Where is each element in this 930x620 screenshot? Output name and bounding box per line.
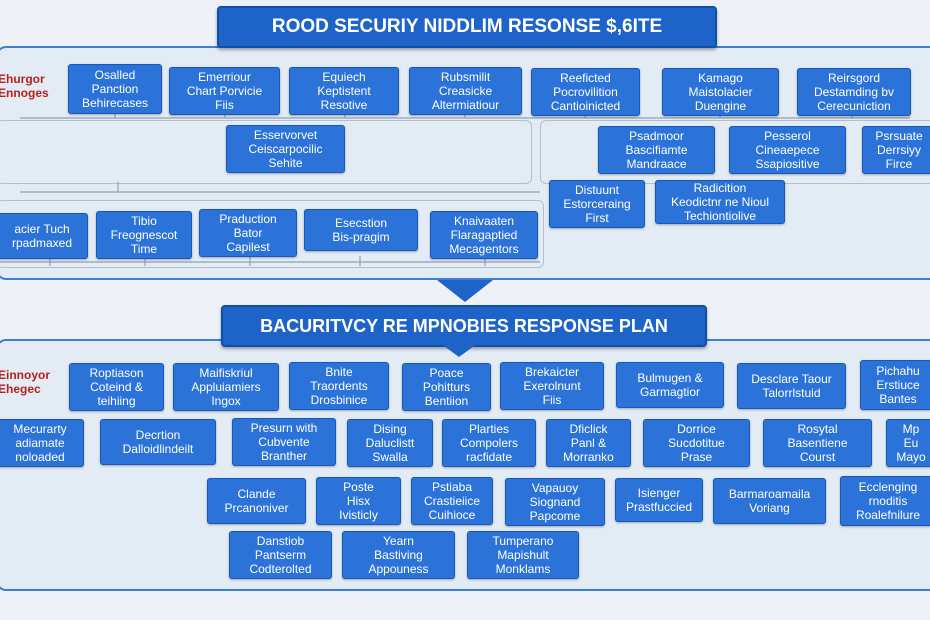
top-right-card-1: Psadmoor Bascifiamte Mandraace [598, 126, 715, 174]
bottom-row2-card-2: Decrtion Dalloidlindeilt [100, 419, 216, 465]
bottom-side-label: Einnoyor Ehegec [0, 368, 51, 396]
top-row1-card-7: Reirsgord Destamding bv Cerecuniction [797, 68, 911, 116]
top-row1-card-6: Kamago Maistolacier Duengine [662, 68, 779, 116]
top-row3-card-3: Praduction Bator Capilest [199, 209, 297, 257]
bottom-row3-card-3: Pstiaba Crastieiice Cuihioce [411, 477, 493, 525]
bottom-row2-card-9: Mp Eu Mayo [886, 419, 930, 467]
bottom-row2-card-5: Plarties Compolers racfidate [442, 419, 536, 467]
bottom-row3-card-6: Barmaroamaila Voriang [713, 478, 826, 524]
bottom-row1-card-4: Poace Pohitturs Bentiion [402, 363, 491, 411]
bottom-row1-card-2: Maifiskriul Appluiamiers Ingox [173, 363, 279, 411]
bottom-row2-card-6: Dficlick Panl & Morranko [546, 419, 631, 467]
bottom-row1-card-1: Roptiason Coteind & teihiing [69, 363, 164, 411]
top-center-card: Esservorvet Ceiscarpocilic Sehite [226, 125, 345, 173]
top-right-card-4: Distuunt Estorceraing First [549, 180, 645, 228]
bottom-row4-card-1: Danstiob Pantserm Codterolted [229, 531, 332, 579]
top-center-group-frame [0, 120, 532, 184]
bottom-row2-card-4: Dising Daluclistt Swalla [347, 419, 433, 467]
bottom-row4-card-3: Tumperano Mapishult Monklams [467, 531, 579, 579]
top-right-card-5: Radicition Keodictnr ne Nioul Techiontio… [655, 180, 785, 224]
top-right-card-3: Psrsuate Derrsiyy Firce [862, 126, 930, 174]
top-bottom-group-frame [0, 200, 544, 268]
top-right-card-2: Pesserol Cineaepece Ssapiositive [729, 126, 846, 174]
top-row3-card-2: Tibio Freognescot Time [96, 211, 192, 259]
top-row1-card-5: Reeficted Pocrovilition Cantioinicted [531, 68, 640, 116]
top-row1-card-3: Equiech Keptistent Resotive [289, 67, 399, 115]
bottom-row2-card-8: Rosytal Basentiene Courst [763, 419, 872, 467]
flow-arrow [437, 280, 493, 302]
bottom-row1-card-5: Brekaicter Exerolnunt Fiis [500, 362, 604, 410]
bottom-row3-card-2: Poste Hisx Ivisticly [316, 477, 401, 525]
top-row3-card-4: Esecstion Bis-pragim [304, 209, 418, 251]
bottom-row1-card-7: Desclare Taour Talorrlstuid [737, 363, 846, 409]
top-row3-card-5: Knaivaaten Flaragaptied Mecagentors [430, 211, 538, 259]
bottom-row4-card-2: Yearn Bastiving Appouness [342, 531, 455, 579]
bottom-row3-card-1: Clande Prcanoniver [207, 478, 306, 524]
bottom-row3-card-5: Isienger Prastfuccied [615, 478, 703, 522]
top-title-banner: ROOD SECURIY NIDDLIM RESONSE $,6ITE [217, 6, 717, 48]
bottom-banner-pointer [437, 341, 481, 357]
bottom-row3-card-7: Ecclenging rnoditis Roalefnilure [840, 476, 930, 526]
top-side-label: Ehurgor Ennoges [0, 72, 49, 100]
bottom-row1-card-6: Bulmugen & Garmagtior [616, 362, 724, 408]
bottom-row1-card-3: Bnite Traordents Drosbinice [289, 362, 389, 410]
top-row1-card-4: Rubsmilit Creasicke Altermiatiour [409, 67, 522, 115]
top-row1-card-1: Osalled Panction Behirecases [68, 64, 162, 114]
bottom-row2-card-7: Dorrice Sucdotitue Prase [643, 419, 750, 467]
bottom-row1-card-8: Pichahu Erstiuce Bantes [860, 360, 930, 410]
bottom-row2-card-1: Mecurarty adiamate noloaded [0, 419, 84, 467]
top-row3-card-1: acier Tuch rpadmaxed [0, 213, 88, 259]
top-row1-card-2: Emerriour Chart Porvicie Fiis [169, 67, 280, 115]
bottom-row3-card-4: Vapauoy Siognand Papcome [505, 478, 605, 526]
bottom-row2-card-3: Presurn with Cubvente Branther [232, 418, 336, 466]
